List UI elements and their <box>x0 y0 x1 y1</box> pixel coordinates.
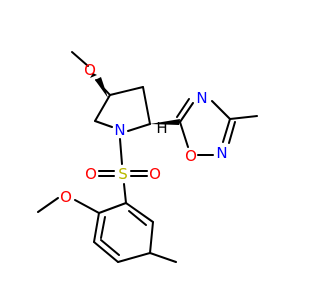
bond <box>125 202 154 223</box>
atom-label-oxygen: O <box>149 165 161 183</box>
bond <box>149 221 154 254</box>
atom-label-layer: O N H N N O S O O O <box>60 61 228 206</box>
bond <box>94 94 111 122</box>
bond <box>93 241 119 263</box>
atom-label-oxygen: O <box>60 188 72 206</box>
wedge-bond <box>95 77 108 98</box>
bond <box>74 199 100 214</box>
bond <box>127 123 151 132</box>
wedge-bond <box>90 73 97 78</box>
molecule-structure: O N H N N O S O O O <box>37 51 258 263</box>
atom-label-oxygen: O <box>85 165 97 183</box>
atom-label-sulfur: S <box>118 165 128 183</box>
bond <box>119 138 123 165</box>
atom-label-oxygen: O <box>185 147 197 165</box>
bond <box>37 197 59 213</box>
bond <box>142 86 151 125</box>
bond <box>222 118 231 143</box>
bond <box>117 252 151 263</box>
atom-label-nitrogen: N <box>196 89 207 107</box>
bond <box>179 102 194 123</box>
atom-label-oxygen: O <box>84 61 96 79</box>
bond <box>229 115 258 120</box>
bond <box>149 252 177 263</box>
atom-label-nitrogen: N <box>114 121 125 139</box>
atom-label-hydrogen: H <box>156 119 167 137</box>
bond <box>179 121 189 148</box>
bond <box>98 202 127 214</box>
bond-layer <box>37 51 258 263</box>
atom-label-nitrogen: N <box>216 144 227 162</box>
bond <box>128 210 147 226</box>
bond <box>100 239 120 256</box>
bond <box>109 86 144 96</box>
bond <box>93 212 100 243</box>
bond <box>94 120 113 128</box>
bond <box>176 98 190 118</box>
bond <box>123 183 127 204</box>
bond <box>211 100 231 120</box>
bond <box>228 121 236 144</box>
bond <box>100 216 106 239</box>
wedge-bond <box>150 119 180 125</box>
bond <box>71 51 89 67</box>
